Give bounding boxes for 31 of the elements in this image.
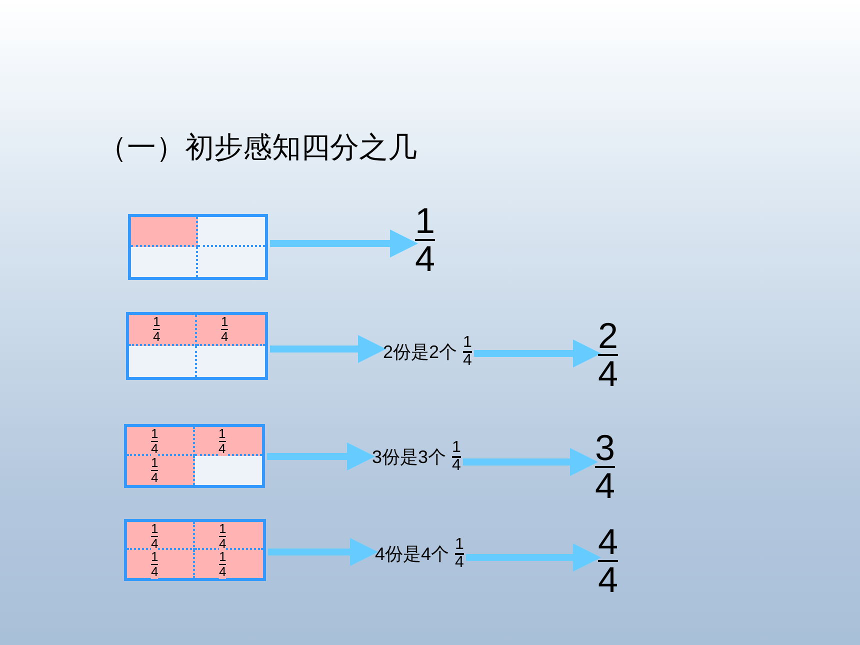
fraction: 1 4 <box>151 523 158 551</box>
divided-rectangle <box>124 519 266 581</box>
fraction: 1 4 <box>221 316 228 344</box>
arrow <box>462 448 598 476</box>
fraction: 1 4 <box>151 551 158 579</box>
arrow <box>267 442 375 470</box>
fraction: 1 4 <box>153 316 160 344</box>
divided-rectangle <box>128 214 268 280</box>
divided-rectangle <box>124 424 265 488</box>
arrow <box>268 538 378 566</box>
fraction: 3 4 <box>595 430 616 504</box>
fraction: 1 4 <box>219 523 226 551</box>
arrow <box>466 544 601 572</box>
text-label: 2份是2个 <box>383 341 458 364</box>
fraction: 1 4 <box>415 203 436 277</box>
fraction: 1 4 <box>151 428 158 456</box>
text-label: 3份是3个 <box>372 446 446 469</box>
title: （一）初步感知四分之几 <box>98 131 417 166</box>
fraction: 4 4 <box>598 524 618 598</box>
fraction: 1 4 <box>455 537 464 571</box>
arrow <box>474 340 601 368</box>
fraction: 1 4 <box>219 551 226 579</box>
fraction: 1 4 <box>218 428 226 456</box>
text-label: 4份是4个 <box>375 543 450 566</box>
fraction: 2 4 <box>598 318 618 392</box>
divided-rectangle <box>126 312 268 380</box>
arrow <box>270 230 418 258</box>
fraction: 1 4 <box>452 440 461 474</box>
fraction: 1 4 <box>151 457 158 485</box>
arrow <box>270 335 386 363</box>
fraction: 1 4 <box>463 335 472 369</box>
